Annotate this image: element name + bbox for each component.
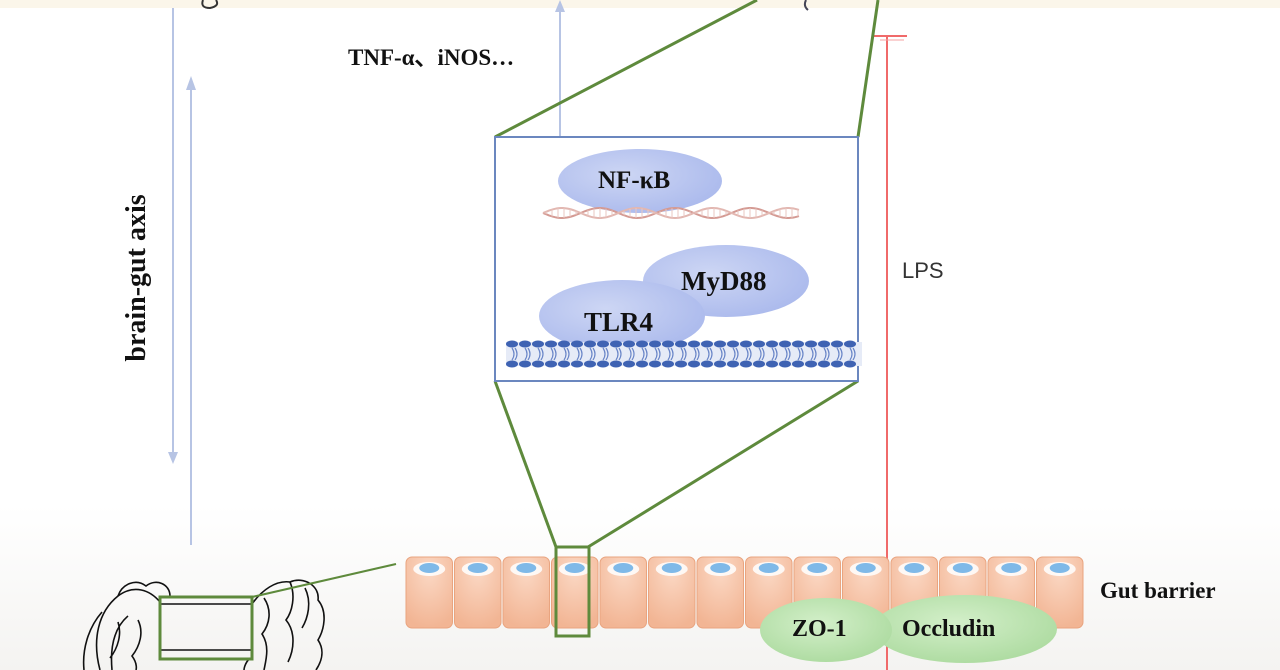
gut-barrier-label: Gut barrier (1100, 578, 1216, 603)
colon-selection-box (158, 595, 254, 661)
axis-arrows (168, 8, 196, 545)
nfkb-protein (558, 149, 722, 213)
cytokine-arrow (555, 0, 565, 136)
brain-gut-axis-label: brain-gut axis (121, 194, 152, 362)
myd88-label: MyD88 (681, 266, 767, 296)
colon-zoom-line (251, 563, 397, 598)
membrane-icon (506, 340, 862, 368)
down-arrow-icon (168, 452, 178, 464)
lps-label: LPS (902, 258, 944, 283)
neuron-fragment (803, 0, 809, 11)
zoom-connectors (493, 0, 880, 549)
selected-cell-box (554, 545, 591, 638)
brain-fragment (201, 0, 219, 10)
top-band (0, 0, 1280, 8)
zo1-protein (760, 598, 892, 662)
nfkb-label: NF-κB (598, 167, 671, 194)
zo1-label: ZO-1 (792, 616, 847, 642)
occludin-label: Occludin (902, 616, 996, 642)
gut-epithelium (405, 556, 1084, 629)
up-arrow-icon (186, 76, 196, 90)
tlr4-label: TLR4 (584, 307, 654, 337)
dna-icon (542, 206, 800, 220)
occludin-protein (873, 595, 1057, 663)
colon-icon (82, 579, 325, 670)
tlr4-protein (539, 280, 705, 352)
cytokine-label: TNF-α、iNOS… (348, 45, 515, 70)
